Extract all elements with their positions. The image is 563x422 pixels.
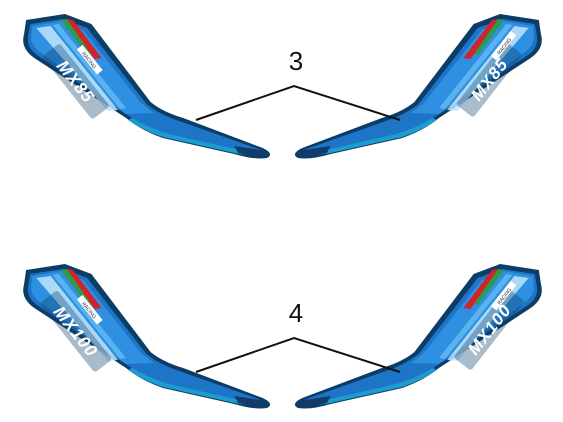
- left-decal-4: MX100 RACING: [23, 264, 271, 409]
- left-decal-3: MX85 RACING: [23, 14, 271, 159]
- callout-leader-3: [195, 84, 401, 121]
- callout-label-4: 4: [289, 298, 303, 328]
- right-decal-3: [294, 14, 542, 159]
- decal-set-4: MX100 RACING MX100 RACING 4: [23, 264, 542, 409]
- callout-label-3: 3: [289, 46, 303, 76]
- right-decal-4: [294, 264, 542, 409]
- decal-set-3: MX85 RACING MX85 RACING 3: [23, 14, 542, 159]
- callout-leader-4: [195, 336, 401, 373]
